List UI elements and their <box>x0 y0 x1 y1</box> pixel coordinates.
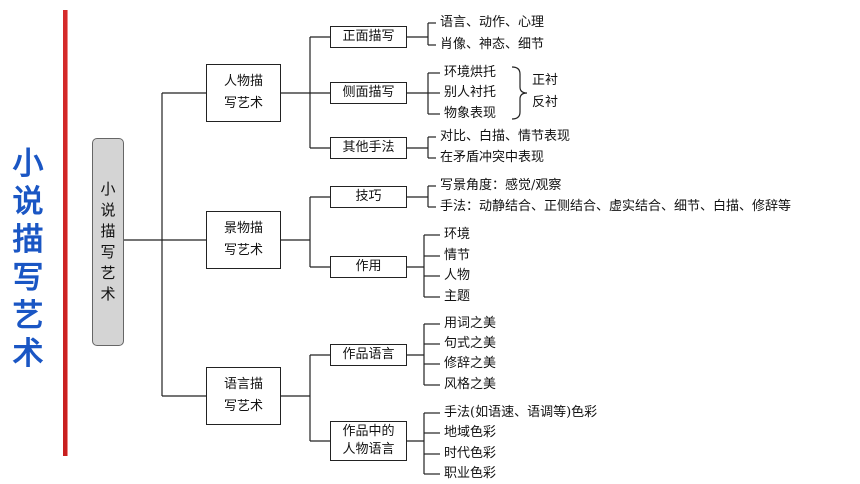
leaf-item: 物象表现 <box>444 106 497 121</box>
leaf-item: 写景角度：感觉/观察 <box>440 178 562 193</box>
branch-label-line: 写艺术 <box>223 96 263 111</box>
node-label-line: 作品中的 <box>342 424 395 439</box>
branch-label-line: 景物描 <box>223 221 263 236</box>
leaf-item: 修辞之美 <box>444 356 497 371</box>
root-node: 小 说 描 写 艺 术 <box>92 138 124 346</box>
leaf-item: 别人衬托 <box>444 85 497 100</box>
branch-label-line: 写艺术 <box>223 399 263 414</box>
branch-language-depiction: 语言描 写艺术 <box>206 367 281 425</box>
leaf-item: 风格之美 <box>444 377 497 392</box>
root-char: 术 <box>100 285 116 303</box>
brace-icon <box>511 66 528 120</box>
side-title-char: 术 <box>12 336 44 372</box>
leaf-item: 地域色彩 <box>444 425 497 440</box>
root-char: 描 <box>100 222 116 240</box>
leaf-item: 语言、动作、心理 <box>440 15 545 30</box>
root-char: 说 <box>100 201 116 219</box>
leaf-item: 句式之美 <box>444 336 497 351</box>
side-title: 小 说 描 写 艺 术 <box>8 145 48 373</box>
red-divider-line <box>63 10 68 456</box>
leaf-item: 环境 <box>444 227 471 242</box>
leaf-item: 手法：动静结合、正侧结合、虚实结合、细节、白描、修辞等 <box>440 199 792 214</box>
leaf-item: 环境烘托 <box>444 65 497 80</box>
leaf-item: 用词之美 <box>444 316 497 331</box>
leaf-item: 手法(如语速、语调等)色彩 <box>444 405 598 420</box>
leaf-item: 主题 <box>444 289 471 304</box>
leaf-item: 时代色彩 <box>444 446 497 461</box>
leaf-item: 人物 <box>444 268 471 283</box>
branch-label-line: 写艺术 <box>223 243 263 258</box>
leaf-item: 职业色彩 <box>444 466 497 481</box>
side-title-char: 小 <box>12 146 44 182</box>
node-skills: 技巧 <box>330 186 407 208</box>
node-character-language: 作品中的 人物语言 <box>330 421 407 461</box>
side-title-char: 说 <box>12 184 44 220</box>
node-label-line: 人物语言 <box>342 442 395 457</box>
leaf-item: 情节 <box>444 248 471 263</box>
node-other-techniques: 其他手法 <box>330 137 407 159</box>
side-title-char: 写 <box>12 260 44 296</box>
branch-label-line: 语言描 <box>223 377 263 392</box>
branch-scenery-depiction: 景物描 写艺术 <box>206 211 281 269</box>
node-work-language: 作品语言 <box>330 344 407 366</box>
leaf-item: 对比、白描、情节表现 <box>440 129 571 144</box>
brace-label: 正衬 <box>532 73 559 88</box>
brace-label: 反衬 <box>532 95 559 110</box>
root-char: 艺 <box>100 264 116 282</box>
root-char: 写 <box>100 243 116 261</box>
side-title-char: 艺 <box>12 298 44 334</box>
leaf-item: 在矛盾冲突中表现 <box>440 150 545 165</box>
leaf-item: 肖像、神态、细节 <box>440 37 545 52</box>
side-title-char: 描 <box>12 222 44 258</box>
node-direct-description: 正面描写 <box>330 26 407 48</box>
root-char: 小 <box>100 180 116 198</box>
node-function: 作用 <box>330 256 407 278</box>
branch-label-line: 人物描 <box>223 74 263 89</box>
node-indirect-description: 侧面描写 <box>330 82 407 104</box>
branch-character-depiction: 人物描 写艺术 <box>206 64 281 122</box>
